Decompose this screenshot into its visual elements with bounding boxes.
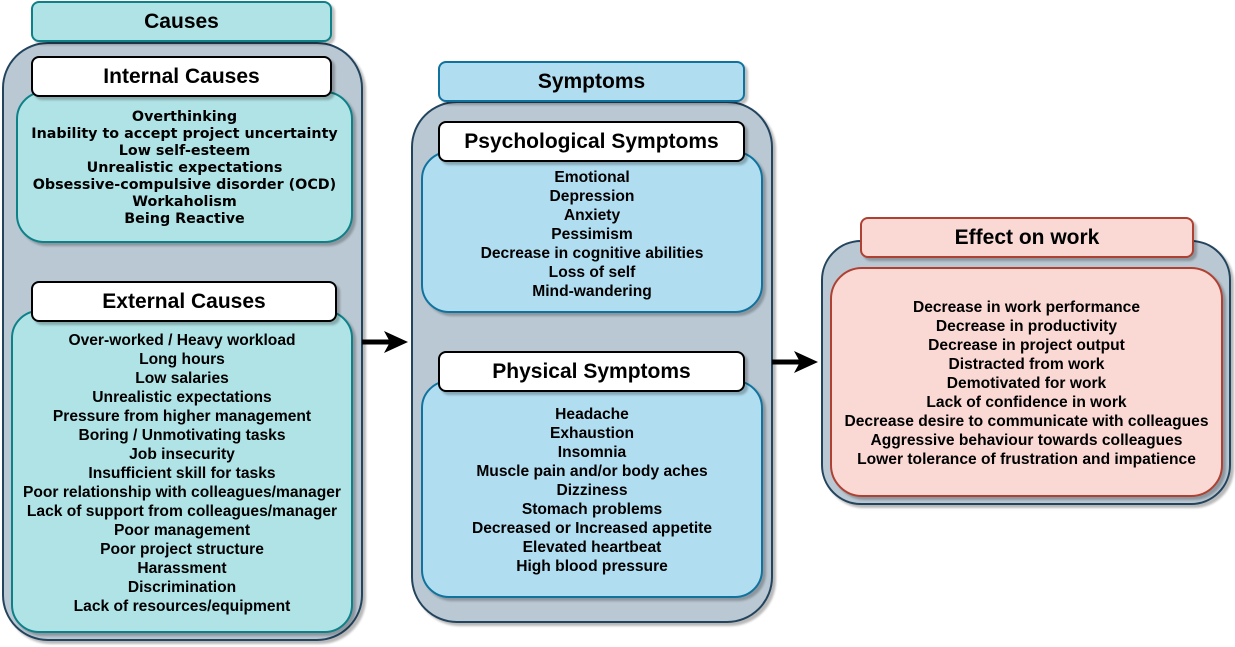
list-item: Distracted from work [948, 356, 1105, 373]
causes-header: Causes [31, 1, 332, 42]
list-item: Overthinking [131, 109, 238, 125]
physical-symptoms-list: Headache Exhaustion Insomnia Muscle pain… [472, 405, 712, 576]
list-item: Mind-wandering [532, 283, 652, 300]
psychological-symptoms-title: Psychological Symptoms [464, 129, 719, 153]
list-item: Low self-esteem [118, 143, 251, 159]
list-item: Muscle pain and/or body aches [476, 463, 708, 480]
physical-symptoms-title: Physical Symptoms [492, 359, 691, 383]
arrow-head [384, 331, 408, 353]
arrow-head [794, 351, 818, 373]
list-item: Lack of confidence in work [926, 394, 1127, 411]
list-item: Unrealistic expectations [92, 389, 272, 406]
list-item: Decrease in work performance [912, 299, 1141, 316]
list-item: Headache [555, 406, 629, 423]
list-item: Discrimination [127, 579, 237, 596]
list-item: Unrealistic expectations [86, 160, 283, 176]
list-item: Boring / Unmotivating tasks [78, 427, 286, 444]
list-item: Elevated heartbeat [522, 539, 662, 556]
list-item: Pessimism [551, 226, 633, 243]
list-item: Decrease in cognitive abilities [480, 245, 704, 262]
list-item: Low salaries [135, 370, 229, 387]
list-item: Obsessive-compulsive disorder (OCD) [32, 177, 337, 193]
list-item: Pressure from higher management [52, 408, 312, 425]
arrow-right-icon [772, 351, 818, 373]
external-causes-title: External Causes [102, 289, 266, 313]
physical-symptoms-header: Physical Symptoms [438, 351, 745, 392]
external-causes-box: Over-worked / Heavy workload Long hours … [11, 310, 353, 633]
list-item: Poor project structure [100, 541, 264, 558]
list-item: Loss of self [548, 264, 636, 281]
internal-causes-title: Internal Causes [103, 64, 260, 88]
list-item: Workaholism [132, 194, 237, 210]
list-item: Over-worked / Heavy workload [68, 332, 296, 349]
list-item: Decrease desire to communicate with coll… [844, 413, 1209, 430]
list-item: Lack of support from colleagues/manager [26, 503, 338, 520]
list-item: Decrease in project output [928, 337, 1125, 354]
list-item: Long hours [139, 351, 225, 368]
list-item: High blood pressure [516, 558, 668, 575]
symptoms-title: Symptoms [537, 69, 646, 93]
list-item: Emotional [554, 169, 630, 186]
list-item: Poor management [113, 522, 251, 539]
list-item: Exhaustion [549, 425, 635, 442]
list-item: Job insecurity [129, 446, 235, 463]
psychological-symptoms-header: Psychological Symptoms [438, 121, 745, 162]
internal-causes-list: Overthinking Inability to accept project… [31, 109, 337, 228]
list-item: Being Reactive [124, 211, 245, 227]
list-item: Decrease in productivity [935, 318, 1118, 335]
list-item: Inability to accept project uncertainty [31, 126, 338, 142]
symptoms-header: Symptoms [438, 61, 745, 102]
internal-causes-header: Internal Causes [31, 56, 332, 97]
external-causes-header: External Causes [31, 281, 337, 322]
list-item: Lack of resources/equipment [73, 598, 291, 615]
list-item: Depression [549, 188, 635, 205]
list-item: Lower tolerance of frustration and impat… [857, 451, 1196, 468]
list-item: Decreased or Increased appetite [471, 520, 713, 537]
list-item: Anxiety [563, 207, 621, 224]
causes-title: Causes [144, 9, 219, 33]
list-item: Aggressive behaviour towards colleagues [870, 432, 1183, 449]
list-item: Stomach problems [521, 501, 663, 518]
physical-symptoms-box: Headache Exhaustion Insomnia Muscle pain… [421, 380, 763, 598]
effect-header: Effect on work [860, 217, 1194, 258]
list-item: Demotivated for work [946, 375, 1107, 392]
list-item: Harassment [137, 560, 227, 577]
psychological-symptoms-box: Emotional Depression Anxiety Pessimism D… [421, 151, 763, 313]
psychological-symptoms-list: Emotional Depression Anxiety Pessimism D… [481, 168, 704, 301]
list-item: Insufficient skill for tasks [88, 465, 276, 482]
external-causes-list: Over-worked / Heavy workload Long hours … [23, 331, 341, 616]
effect-title: Effect on work [954, 225, 1100, 249]
list-item: Dizziness [556, 482, 628, 499]
list-item: Insomnia [557, 444, 627, 461]
effect-box: Decrease in work performance Decrease in… [830, 267, 1223, 497]
internal-causes-box: Overthinking Inability to accept project… [16, 91, 353, 243]
effect-list: Decrease in work performance Decrease in… [845, 298, 1209, 469]
list-item: Poor relationship with colleagues/manage… [22, 484, 341, 501]
arrow-right-icon [362, 331, 408, 353]
